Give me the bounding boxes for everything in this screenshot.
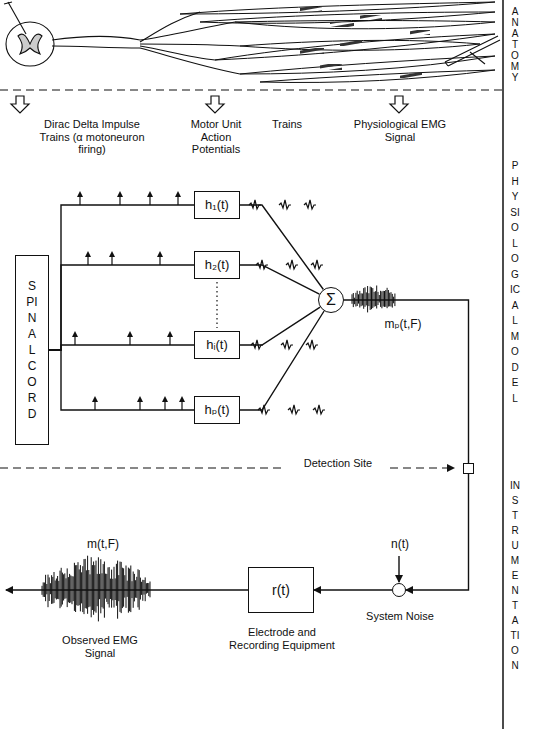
node-text: System Noise [360,610,440,623]
connector [240,205,323,290]
muap [279,200,291,209]
muap [311,260,323,269]
spinal-cord-box: SPINAL CORD [15,255,49,445]
detection-site-box: Detection Site [463,463,474,474]
impulse [162,396,168,402]
muap [304,200,316,209]
connector [49,265,194,350]
annotation: Physiological EMG Signal [350,118,450,143]
junction-circle: Σ [318,287,344,313]
node-text: r(t) [272,582,290,598]
connector [240,265,319,294]
emg-trace [42,556,150,622]
annotation: m(t,F) [68,538,138,552]
impulse [137,396,143,402]
section-label: PHYSIOLOGICAL MODEL [510,158,520,406]
connector [406,474,469,590]
node-text: hₚ(t) [200,403,233,418]
connector [49,345,194,350]
connector [314,589,392,590]
emg-trace [352,286,395,313]
node-text: hᵢ(t) [202,338,232,353]
annotation: Trains [262,118,312,131]
process-box: h₁(t) [194,191,240,219]
connector [344,300,469,463]
process-box: hᵢ(t) [194,331,240,359]
connector [49,350,194,410]
flow-arrow [11,96,408,113]
muap [286,260,298,269]
impulse [147,191,153,197]
impulse [77,191,83,197]
muap [313,405,325,414]
annotation: n(t) [380,538,420,552]
divider-line [502,0,504,729]
annotation: Motor Unit Action Potentials [180,118,252,156]
impulse [92,396,98,402]
dashed-divider [0,89,503,90]
node-text: SPINAL CORD [26,278,38,422]
process-box: r(t)Electrode and Recording Equipment [248,567,314,613]
impulse [85,251,91,257]
impulse [109,251,115,257]
signal-traces [42,191,395,621]
muap [281,340,293,349]
node-text: h₁(t) [201,198,233,213]
junction-circle: System Noise [392,583,406,597]
node-text: h₂(t) [201,258,234,273]
connector [240,307,320,345]
impulse [117,191,123,197]
impulse [127,331,133,337]
muap [306,340,318,349]
connector [49,205,194,350]
spacer [63,282,64,328]
ellipsis-dots [216,282,217,328]
impulse [167,331,173,337]
connector [240,311,324,410]
process-box: hₚ(t) [194,396,240,424]
plus-sign [393,584,405,596]
impulse [72,331,78,337]
impulse [179,396,185,402]
muap [288,405,300,414]
node-text: Electrode and Recording Equipment [227,626,337,651]
annotation: Dirac Delta Impulse Trains (α motoneuron… [28,118,156,156]
annotation: mₚ(t,F) [368,318,438,332]
section-label: ANATOMY [510,6,520,83]
section-label: INSTRUMENTATION [510,478,520,673]
annotation: Observed EMG Signal [52,634,148,659]
noise-arrow [398,556,399,582]
anatomy-drawing [4,2,500,83]
node-text: Σ [326,291,336,309]
node-text: Detection Site [286,456,390,471]
process-box: h₂(t) [194,251,240,279]
impulse [157,251,163,257]
impulse [175,191,181,197]
